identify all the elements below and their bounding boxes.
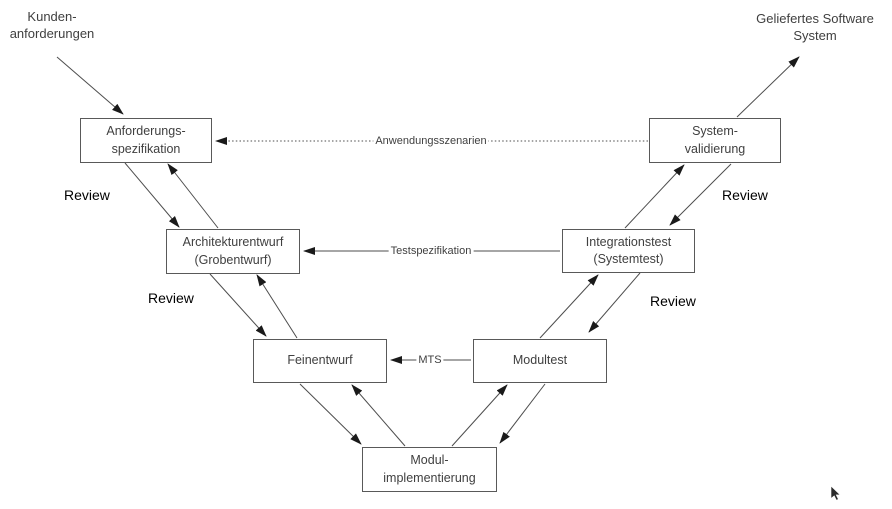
arrow-review-modulimplementierung-to-feinentwurf <box>351 384 406 447</box>
label-testspezifikation: Testspezifikation <box>388 245 474 257</box>
box-modultest: Modultest <box>473 339 607 383</box>
box-architekturentwurf: Architekturentwurf (Grobentwurf) <box>166 229 300 274</box>
arrow-review-integrationstest-to-modultest <box>588 272 641 333</box>
label-anwendungsszenarien: Anwendungsszenarien <box>373 135 489 147</box>
arrow-integrationstest-to-systemvalidierung <box>624 164 685 229</box>
label-review-left-middle: Review <box>148 290 194 306</box>
arrow-modultest-to-integrationstest <box>539 274 599 339</box>
arrow-systemvalidierung-to-geliefertes-system <box>736 56 800 118</box>
label-review-right-top: Review <box>722 187 768 203</box>
box-integrationstest: Integrationstest (Systemtest) <box>562 229 695 273</box>
label-kundenanforderungen: Kunden- anforderungen <box>9 9 95 42</box>
box-modulimplementierung: Modul- implementierung <box>362 447 497 492</box>
box-anforderungsspezifikation: Anforderungs- spezifikation <box>80 118 212 163</box>
label-review-right-middle: Review <box>650 293 696 309</box>
arrow-architektur-to-feinentwurf <box>209 273 267 337</box>
box-systemvalidierung: System- validierung <box>649 118 781 163</box>
mouse-cursor-icon <box>830 485 841 501</box>
label-geliefertes-software-system: Geliefertes Software System <box>756 11 874 44</box>
arrow-kundenanforderungen-to-anforderungsspezifikation <box>56 56 124 115</box>
arrow-review-feinentwurf-to-architektur <box>256 274 298 339</box>
label-mts: MTS <box>416 354 444 366</box>
arrow-review-architektur-to-anforderung <box>167 163 219 229</box>
arrow-feinentwurf-to-modulimplementierung <box>299 383 362 445</box>
arrow-review-modultest-to-modulimplementierung <box>499 383 546 444</box>
box-feinentwurf: Feinentwurf <box>253 339 387 383</box>
arrow-review-systemvalidierung-to-integrationstest <box>669 163 732 226</box>
label-review-left-top: Review <box>64 187 110 203</box>
arrow-anforderung-to-architektur <box>124 162 180 228</box>
arrow-modulimplementierung-to-modultest <box>451 384 508 447</box>
